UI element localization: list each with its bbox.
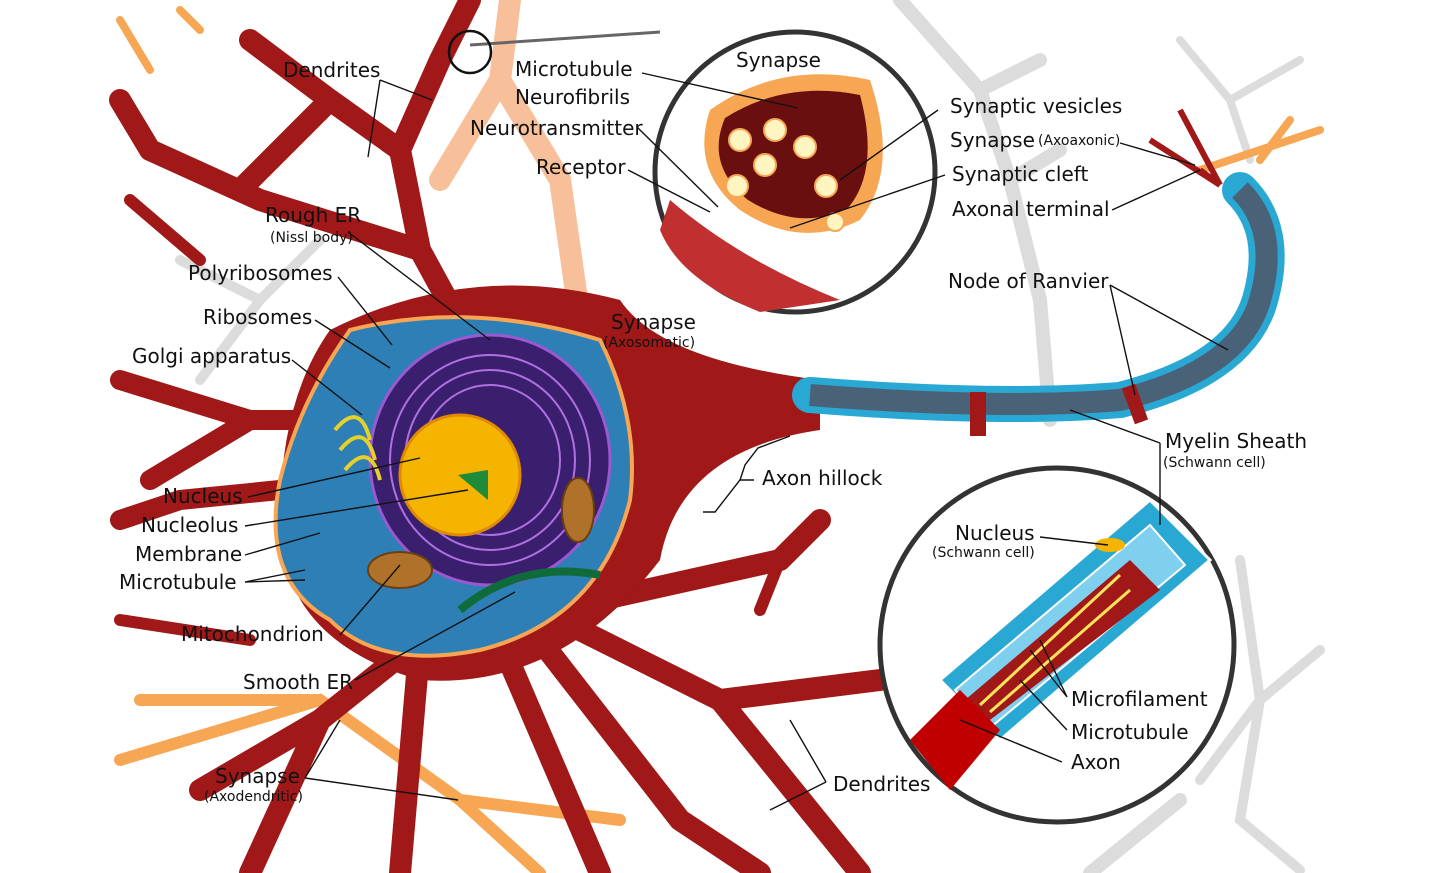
golgi-apparatus	[333, 415, 382, 481]
label-axon-hillock: Axon hillock	[762, 466, 883, 490]
node-of-ranvier-mark	[970, 392, 986, 436]
label-membrane: Membrane	[135, 542, 242, 566]
label-dendrites-top: Dendrites	[283, 58, 380, 82]
label-rough-er: Rough ER	[265, 203, 361, 227]
label-nucleus-schwann-sub: (Schwann cell)	[932, 545, 1035, 561]
label-synapse-inset: Synapse	[736, 48, 821, 72]
label-dendrites-bottom: Dendrites	[833, 772, 930, 796]
label-mitochondrion: Mitochondrion	[181, 622, 324, 646]
label-synapse-axosomatic-sub: (Axosomatic)	[603, 335, 695, 351]
label-synapse-axoaxonic-sub: (Axoaxonic)	[1038, 133, 1120, 149]
synapse-inset	[447, 29, 938, 315]
label-neurotransmitter: Neurotransmitter	[470, 116, 643, 140]
node-of-ranvier-mark-2	[1121, 383, 1149, 425]
label-microtubule-axon: Microtubule	[1071, 720, 1189, 744]
label-synapse-axodendritic-sub: (Axodendritic)	[204, 789, 303, 805]
label-rough-er-sub: (Nissl body)	[270, 230, 353, 246]
mitochondrion-shape-2	[561, 477, 595, 543]
leader-lines	[244, 72, 1229, 811]
label-golgi: Golgi apparatus	[132, 344, 291, 368]
label-microtubule-cell: Microtubule	[119, 570, 237, 594]
background-neurons	[175, 0, 1325, 873]
mitochondrion-shape	[367, 551, 433, 589]
label-smooth-er: Smooth ER	[243, 670, 353, 694]
label-synapse-axodendritic: Synapse	[215, 764, 300, 788]
label-axon: Axon	[1071, 750, 1121, 774]
label-microfilament: Microfilament	[1071, 687, 1208, 711]
label-nucleolus: Nucleolus	[141, 513, 238, 537]
label-nucleus-schwann: Nucleus	[955, 521, 1035, 545]
label-receptor: Receptor	[536, 155, 626, 179]
label-node-of-ranvier: Node of Ranvier	[948, 269, 1109, 293]
label-synapse-axoaxonic: Synapse	[950, 128, 1035, 152]
presynaptic-axons	[114, 0, 1324, 873]
label-synapse-axosomatic: Synapse	[611, 310, 696, 334]
label-synaptic-cleft: Synaptic cleft	[952, 162, 1088, 186]
axon-inset	[877, 465, 1237, 825]
nucleolus-shape	[458, 470, 488, 500]
label-axonal-terminal: Axonal terminal	[952, 197, 1110, 221]
label-ribosomes: Ribosomes	[203, 305, 312, 329]
smooth-er	[457, 567, 601, 614]
label-synaptic-vesicles: Synaptic vesicles	[950, 94, 1122, 118]
label-neurofibrils: Neurofibrils	[515, 85, 630, 109]
label-myelin-sheath: Myelin Sheath	[1165, 429, 1307, 453]
labels: Dendrites Microtubule Neurofibrils Neuro…	[119, 48, 1307, 805]
label-myelin-sheath-sub: (Schwann cell)	[1163, 455, 1266, 471]
axon	[792, 108, 1285, 436]
label-microtubule-top: Microtubule	[515, 57, 633, 81]
label-nucleus: Nucleus	[163, 484, 243, 508]
label-polyribosomes: Polyribosomes	[188, 261, 333, 285]
